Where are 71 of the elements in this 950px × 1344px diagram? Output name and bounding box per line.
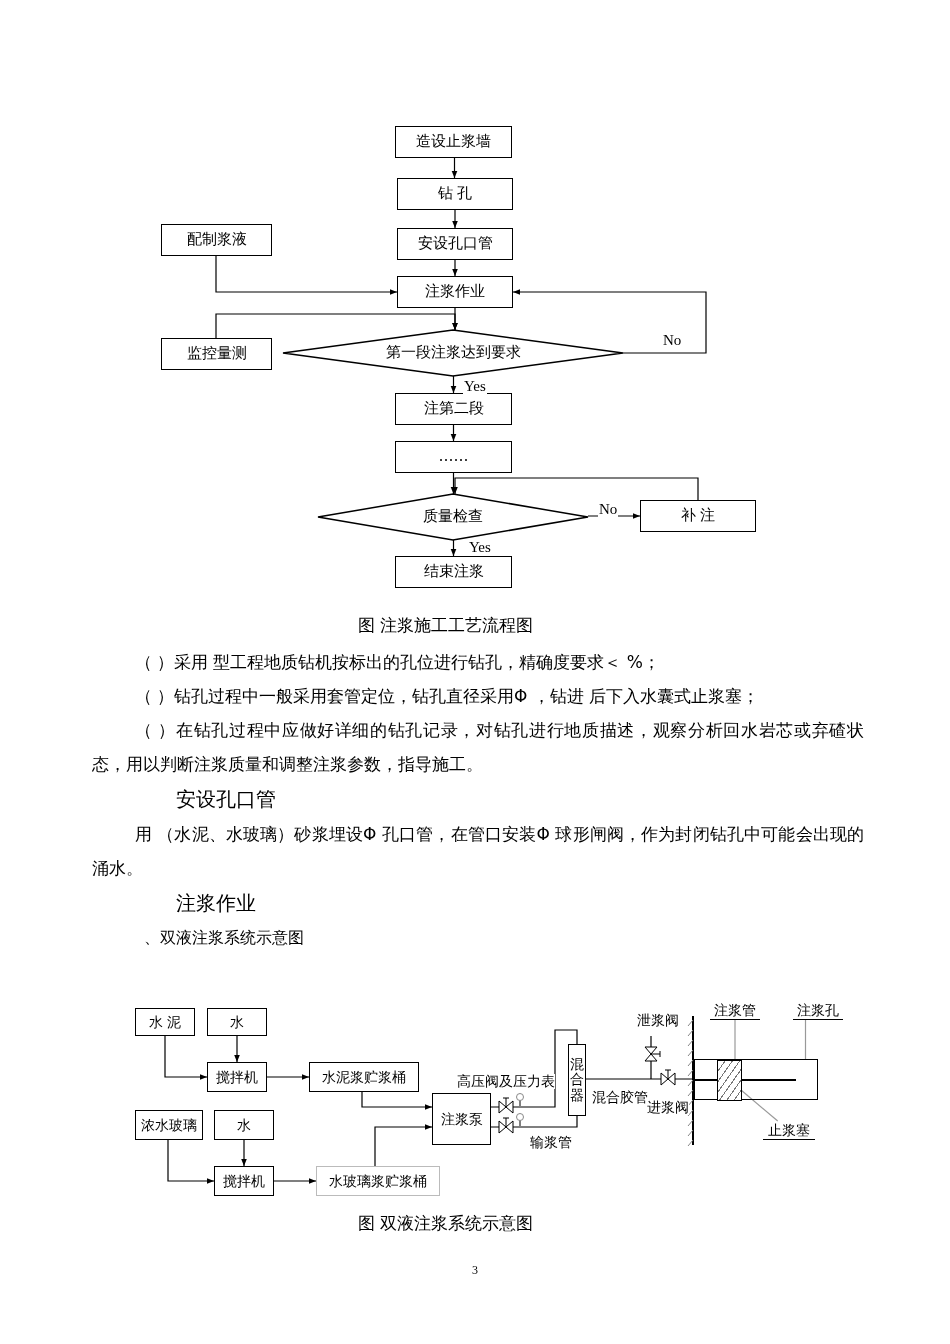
body-paragraph: （ ）钻孔过程中一般采用套管定位，钻孔直径采用Φ ，钻进 后下入水囊式止浆塞； [133,685,761,708]
edge-label: No [598,502,619,517]
part-label: 泄浆阀 [637,1013,679,1029]
arrow [374,1124,433,1167]
arrow [452,259,458,277]
process-box: 水玻璃浆贮浆桶 [316,1166,440,1196]
process-box: 搅拌机 [207,1062,267,1092]
process-box: 水 [214,1110,274,1140]
process-box: 注浆泵 [432,1093,491,1145]
process-box: 钻 孔 [397,178,513,210]
part-label: 混合胶管 [592,1090,648,1106]
part-label: 注浆管 [710,1001,760,1020]
pipe-line [490,1115,578,1128]
body-paragraph: （ ）在钻孔过程中应做好详细的钻孔记录，对钻孔进行地质描述，观察分析回水岩芯或弃碴状态，用以判断注浆质量和调整注浆参数，指导施工。 [92,719,864,776]
arrow [241,1139,247,1167]
arrow [266,1074,310,1080]
mixer-box: 混合器 [568,1044,586,1116]
pipe-line [585,1078,695,1080]
process-box: 注第二段 [395,393,512,425]
process-box: 水 泥 [135,1008,195,1036]
process-box: 安设孔口管 [397,228,513,260]
process-box: 造设止浆墙 [395,126,512,158]
leader-line [804,1019,807,1060]
part-label: 输浆管 [530,1135,572,1151]
subsection-title: 、双液注浆系统示意图 [144,927,305,949]
figure-caption: 图 双液注浆系统示意图 [358,1212,534,1235]
process-box: 监控量测 [161,338,272,370]
process-box: 注浆作业 [397,276,513,308]
section-heading: 注浆作业 [176,890,257,917]
arrow [450,375,457,394]
page-number: 3 [472,1263,478,1278]
process-box: 结束注浆 [395,556,512,588]
arrow [452,477,699,501]
part-label: 进浆阀 [647,1100,689,1116]
arrow [450,539,457,557]
process-box: 配制浆液 [161,224,272,256]
arrow [215,313,458,339]
edge-label: No [662,333,683,348]
body-paragraph: 用 （水泥、水玻璃）砂浆埋设Φ 孔口管，在管口安装Φ 球形闸阀，作为封闭钻孔中可能会出现的涌水。 [92,823,864,880]
part-label: 注浆孔 [793,1001,843,1020]
arrow [167,1139,215,1184]
arrow [450,424,457,442]
section-heading: 安设孔口管 [176,786,277,813]
figure-caption: 图 注浆施工工艺流程图 [358,614,534,637]
arrow [273,1178,317,1184]
process-box: …… [395,441,512,473]
process-box: 浓水玻璃 [135,1110,203,1140]
arrow [587,513,641,519]
process-box: 水 [207,1008,267,1036]
process-box: 补 注 [640,500,756,532]
arrow [452,209,458,229]
arrow [361,1091,433,1110]
arrow [451,157,458,179]
hatched-plug [717,1060,742,1101]
arrow [164,1035,208,1080]
process-box: 搅拌机 [214,1166,274,1196]
process-box: 水泥浆贮浆桶 [309,1062,419,1092]
part-label: 高压阀及压力表 [457,1074,555,1090]
body-paragraph: （ ）采用 型工程地质钻机按标出的孔位进行钻孔，精确度要求＜ %； [133,651,661,674]
edge-label: Yes [463,379,487,394]
grout-hole [694,1059,818,1100]
arrow [234,1035,240,1063]
arrow [512,289,707,354]
pipe-line [490,1029,578,1108]
arrow [215,255,398,295]
decision-diamond: 质量检查 [318,494,588,540]
decision-diamond: 第一段注浆达到要求 [283,330,623,376]
arrow [450,472,457,495]
edge-label: Yes [468,540,492,555]
leader-line [740,1089,779,1122]
part-label: 止浆塞 [763,1121,815,1140]
